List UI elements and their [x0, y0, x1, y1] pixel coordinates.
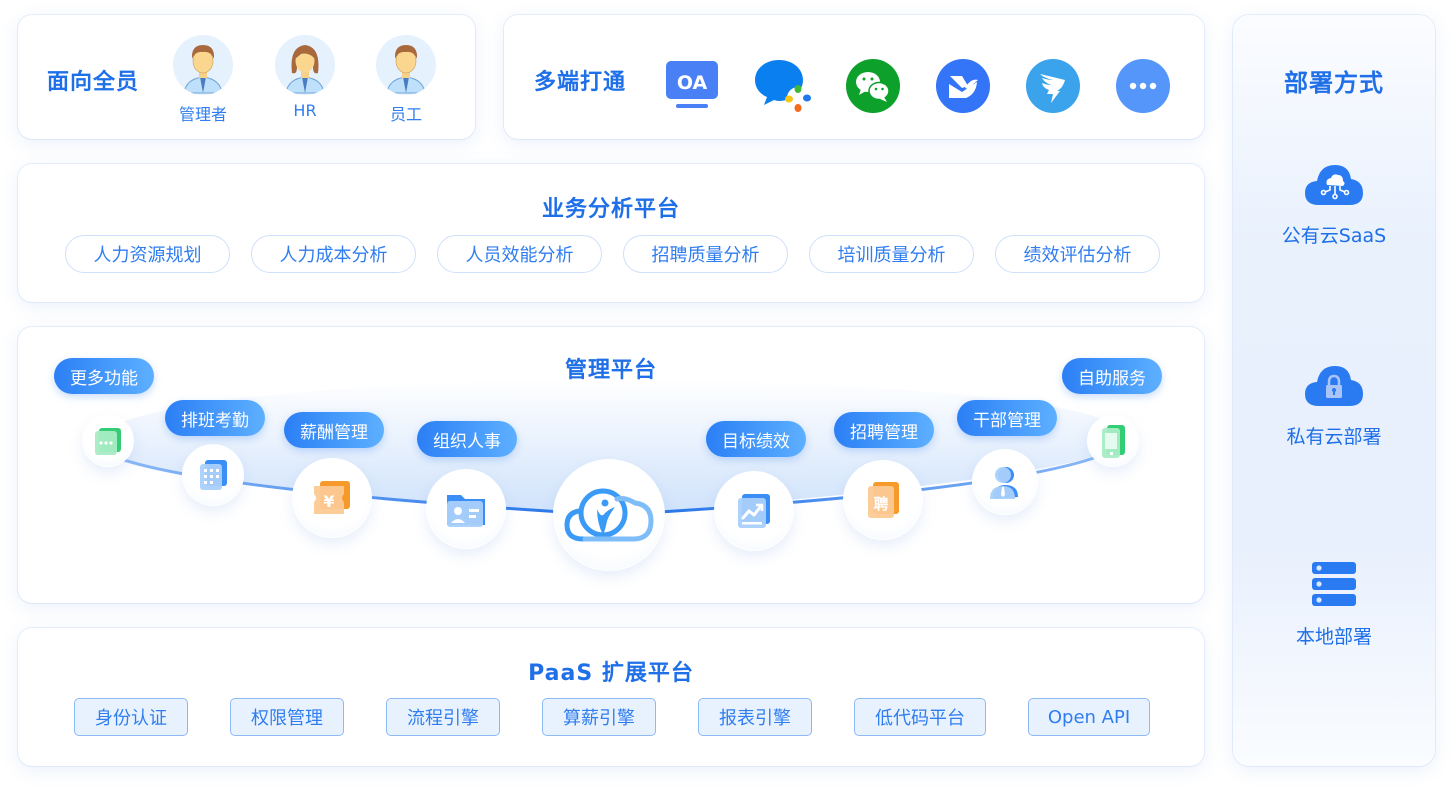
- paas-item[interactable]: Open API: [1028, 698, 1150, 736]
- person-label: HR: [293, 101, 317, 120]
- male-avatar-icon: [173, 35, 233, 95]
- more-chat-icon: [95, 428, 121, 455]
- analytics-item[interactable]: 招聘质量分析: [623, 235, 788, 273]
- deploy-card: 部署方式 公有云SaaS 私有云部署 本地部署: [1233, 15, 1435, 766]
- female-avatar-icon: [275, 35, 335, 95]
- module-node-selfservice[interactable]: [1087, 415, 1139, 467]
- paas-platform-card: PaaS 扩展平台 身份认证 权限管理 流程引擎 算薪引擎 报表引擎 低代码平台…: [18, 628, 1204, 766]
- module-tag-payroll[interactable]: 薪酬管理: [284, 412, 384, 448]
- module-tag-recruit[interactable]: 招聘管理: [834, 412, 934, 448]
- module-node-cadre[interactable]: [972, 449, 1038, 515]
- deploy-title: 部署方式: [1284, 69, 1384, 97]
- paas-item[interactable]: 权限管理: [230, 698, 344, 736]
- person-label: 员工: [389, 105, 422, 124]
- analytics-title: 业务分析平台: [541, 197, 680, 222]
- deploy-label: 私有云部署: [1286, 426, 1382, 448]
- feishu-icon[interactable]: [935, 58, 990, 113]
- management-platform-card: 管理平台 更多功能 排班考勤 薪酬管理 组织人事 目标绩效 招聘管理 干部管理 …: [18, 327, 1204, 603]
- module-tag-performance[interactable]: 目标绩效: [706, 421, 806, 457]
- person-hr[interactable]: HR: [275, 35, 335, 120]
- module-tag-cadre[interactable]: 干部管理: [957, 400, 1057, 436]
- deploy-label: 本地部署: [1295, 626, 1372, 648]
- cloud-lock-icon: [1305, 366, 1363, 406]
- more-dots-icon[interactable]: [1115, 58, 1170, 113]
- module-tag-selfservice[interactable]: 自助服务: [1062, 358, 1162, 394]
- mobile-phone-icon: [1102, 425, 1125, 458]
- wechat-icon[interactable]: [845, 58, 900, 113]
- analytics-item[interactable]: 人力资源规划: [65, 235, 230, 273]
- yen-ticket-icon: ¥: [314, 481, 350, 514]
- analytics-item[interactable]: 人力成本分析: [251, 235, 416, 273]
- dingtalk-icon[interactable]: [1025, 58, 1080, 113]
- recruit-card-icon: 聘: [868, 482, 899, 518]
- analytics-item-list: 人力资源规划 人力成本分析 人员效能分析 招聘质量分析 培训质量分析 绩效评估分…: [65, 235, 1160, 273]
- audience-card: 面向全员 管理者 HR: [18, 15, 475, 139]
- deploy-item-on-premise[interactable]: 本地部署: [1233, 560, 1435, 649]
- paas-item[interactable]: 身份认证: [74, 698, 188, 736]
- person-employee[interactable]: 员工: [376, 35, 436, 125]
- audience-title: 面向全员: [47, 70, 140, 95]
- module-tag-more[interactable]: 更多功能: [54, 358, 154, 394]
- oa-monitor-icon[interactable]: OA: [664, 58, 718, 112]
- module-tag-org[interactable]: 组织人事: [417, 421, 517, 457]
- calendar-grid-icon: [200, 460, 227, 490]
- paas-item[interactable]: 算薪引擎: [542, 698, 656, 736]
- person-manager[interactable]: 管理者: [173, 35, 233, 125]
- deploy-item-private-cloud[interactable]: 私有云部署: [1233, 362, 1435, 449]
- analytics-item[interactable]: 绩效评估分析: [995, 235, 1160, 273]
- module-node-recruit[interactable]: 聘: [843, 460, 923, 540]
- svg-text:OA: OA: [677, 72, 708, 94]
- paas-item-list: 身份认证 权限管理 流程引擎 算薪引擎 报表引擎 低代码平台 Open API: [74, 698, 1150, 736]
- deploy-item-public-cloud[interactable]: 公有云SaaS: [1233, 161, 1435, 248]
- wecom-icon[interactable]: [754, 58, 811, 112]
- multi-endpoint-card: 多端打通 OA: [504, 15, 1204, 139]
- svg-text:聘: 聘: [873, 495, 888, 513]
- module-node-attendance[interactable]: [182, 444, 244, 506]
- management-title: 管理平台: [564, 358, 657, 383]
- cadre-person-icon: [990, 467, 1018, 499]
- id-folder-icon: [447, 495, 485, 527]
- analytics-item[interactable]: 培训质量分析: [809, 235, 974, 273]
- analytics-platform-card: 业务分析平台 人力资源规划 人力成本分析 人员效能分析 招聘质量分析 培训质量分…: [18, 164, 1204, 302]
- svg-text:¥: ¥: [323, 492, 334, 511]
- multi-endpoint-title: 多端打通: [534, 70, 627, 95]
- deploy-label: 公有云SaaS: [1281, 225, 1387, 247]
- paas-title: PaaS 扩展平台: [528, 661, 694, 686]
- module-node-payroll[interactable]: ¥: [292, 458, 372, 538]
- module-node-org[interactable]: [426, 469, 506, 549]
- analytics-item[interactable]: 人员效能分析: [437, 235, 602, 273]
- cloud-person-logo-icon: [564, 488, 654, 542]
- center-logo-node[interactable]: [553, 459, 665, 571]
- paas-item[interactable]: 报表引擎: [698, 698, 812, 736]
- trend-chart-icon: [738, 494, 770, 528]
- module-node-performance[interactable]: [714, 471, 794, 551]
- male-avatar-icon: [376, 35, 436, 95]
- paas-item[interactable]: 流程引擎: [386, 698, 500, 736]
- module-tag-attendance[interactable]: 排班考勤: [165, 400, 265, 436]
- person-label: 管理者: [178, 105, 227, 124]
- server-stack-icon: [1312, 562, 1356, 606]
- module-node-more[interactable]: [82, 415, 134, 467]
- paas-item[interactable]: 低代码平台: [854, 698, 986, 736]
- cloud-network-icon: [1305, 165, 1363, 205]
